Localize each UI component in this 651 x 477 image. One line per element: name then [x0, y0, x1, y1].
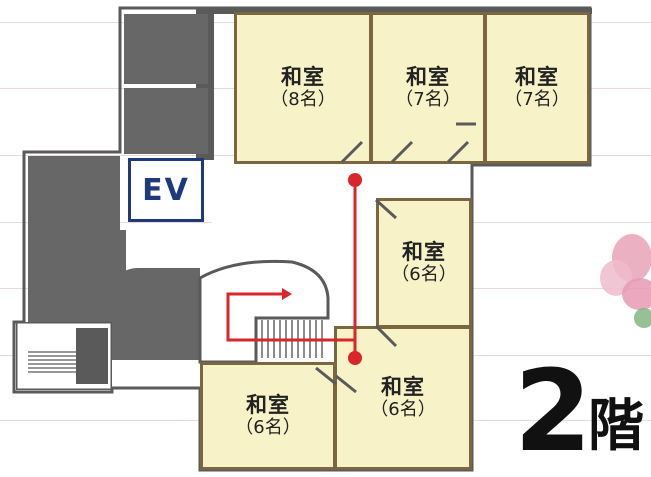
room-washitsu-8: 和室 （8名）	[234, 12, 372, 164]
door-swings	[315, 122, 476, 394]
room-title: 和室	[246, 393, 290, 418]
elevator: EV	[128, 158, 204, 222]
left-stairs	[16, 322, 112, 390]
elevator-label: EV	[142, 172, 190, 208]
room-title: 和室	[402, 240, 446, 265]
room-title: 和室	[281, 65, 325, 90]
top-wall	[212, 8, 592, 14]
room-capacity: （6名）	[235, 417, 301, 439]
room-title: 和室	[515, 65, 559, 90]
flower-decoration	[600, 234, 651, 328]
room-capacity: （8名）	[270, 89, 336, 111]
floor-suffix: 階	[588, 394, 644, 459]
room-washitsu-7a: 和室 （7名）	[370, 12, 486, 164]
room-washitsu-6a: 和室 （6名）	[376, 198, 472, 328]
red-route	[226, 173, 362, 365]
shaft-block	[124, 14, 208, 84]
room-capacity: （6名）	[391, 264, 457, 286]
shaft-block	[96, 230, 126, 326]
room-capacity: （7名）	[395, 89, 461, 111]
room-washitsu-6c: 和室 （6名）	[334, 326, 472, 470]
room-title: 和室	[406, 65, 450, 90]
floor-number: 2	[514, 347, 592, 477]
room-washitsu-7b: 和室 （7名）	[484, 12, 590, 164]
outer-wall	[12, 6, 592, 472]
shaft-block	[124, 88, 208, 154]
room-title: 和室	[381, 375, 425, 400]
room-capacity: （6名）	[370, 399, 436, 421]
room-capacity: （7名）	[504, 89, 570, 111]
